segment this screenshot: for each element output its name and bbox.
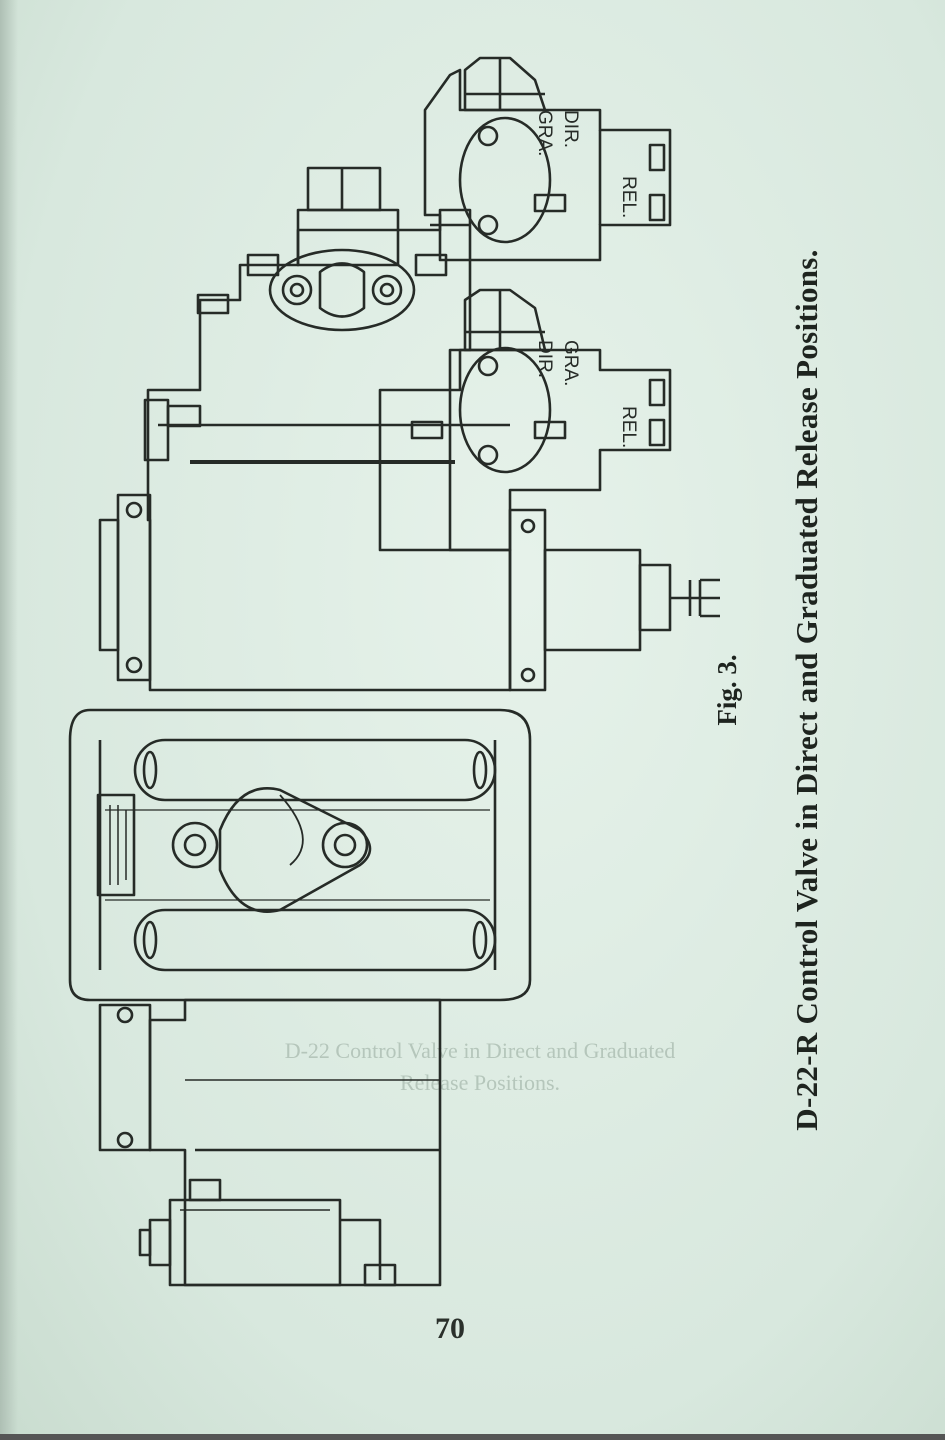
upper-cap-nut	[463, 56, 547, 112]
bolt-head	[520, 518, 536, 534]
page-number: 70	[435, 1312, 465, 1345]
bolt-head	[520, 667, 536, 683]
lower-port-plate	[458, 346, 552, 474]
bolt-head	[410, 420, 444, 440]
cylinder-cap	[148, 1218, 172, 1267]
bolt-head	[414, 253, 448, 277]
left-flange	[116, 493, 152, 682]
upper-port-plate	[458, 116, 552, 244]
small-plug	[648, 378, 666, 407]
port-label-gra: GRA.	[534, 110, 555, 157]
bolt-head	[188, 1178, 222, 1202]
oval-flange	[268, 248, 416, 332]
name-plate	[96, 793, 136, 897]
top-fitting	[306, 166, 382, 212]
lower-cap-nut	[463, 288, 547, 352]
bleed-through-line-1: D-22 Control Valve in Direct and Graduat…	[284, 1038, 676, 1063]
cover-bolt-icon	[171, 821, 219, 869]
small-plug	[648, 143, 666, 172]
port-hole-icon	[477, 214, 499, 236]
lower-port-labels: DIR. GRA. REL.	[483, 338, 639, 488]
fork-end	[698, 578, 720, 618]
casing-rib-upper	[133, 738, 497, 802]
bolt-head	[196, 293, 230, 315]
port-hole-icon	[477, 125, 499, 147]
page-bottom-edge	[0, 1434, 945, 1440]
flange-bolt-icon	[116, 1006, 134, 1024]
center-casing	[68, 708, 532, 1002]
stem-collar	[638, 563, 672, 632]
port-hole-icon	[477, 444, 499, 466]
figure-caption: Fig. 3. D-22-R Control Valve in Direct a…	[700, 150, 860, 1230]
figure-title: D-22-R Control Valve in Direct and Gradu…	[789, 249, 824, 1131]
flange-bolt-icon	[371, 274, 403, 306]
flange-bolt-icon	[125, 656, 143, 674]
bleed-through-line-2: Release Positions.	[399, 1070, 561, 1095]
small-plug	[648, 193, 666, 222]
lower-body	[148, 998, 442, 1287]
side-stem	[508, 508, 547, 692]
lower-cylinder	[168, 1198, 342, 1287]
port-label-rel: REL.	[618, 176, 639, 219]
port-hole-icon	[477, 355, 499, 377]
bolt-head	[246, 253, 280, 277]
flange-bolt-icon	[116, 1131, 134, 1149]
valve-drawing	[68, 56, 720, 1287]
upper-port-labels: GRA. DIR. REL.	[483, 108, 639, 258]
bleed-through-text: D-22 Control Valve in Direct and Graduat…	[40, 1035, 920, 1099]
body-step	[143, 398, 170, 462]
upper-portion-block	[423, 68, 672, 262]
port-label-rel: REL.	[618, 406, 639, 449]
valve-body-outline	[146, 208, 512, 692]
cover-bolt-icon	[321, 821, 369, 869]
port-label-dir: DIR.	[534, 340, 555, 378]
flange-bolt-icon	[281, 274, 313, 306]
page-gutter-shadow	[0, 0, 18, 1440]
center-cover-plate	[218, 787, 372, 913]
casing-rib-lower	[133, 908, 497, 972]
flange-bolt-icon	[125, 501, 143, 519]
bolt-head	[166, 404, 202, 428]
lower-flange	[98, 1003, 152, 1152]
figure-label: Fig. 3.	[712, 654, 742, 726]
flange-cap	[98, 518, 120, 652]
small-plug	[648, 418, 666, 447]
stem-housing	[543, 548, 642, 652]
port-label-gra: GRA.	[560, 340, 581, 387]
port-label-dir: DIR.	[560, 110, 581, 148]
